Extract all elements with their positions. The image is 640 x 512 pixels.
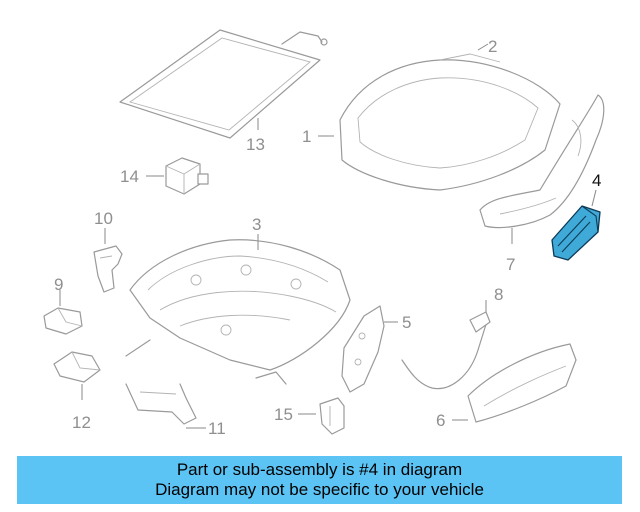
callout-12: 12 [72,413,91,432]
part-11-bracket[interactable] [125,383,197,425]
callout-10: 10 [94,209,113,228]
part-8-cable[interactable] [401,311,491,390]
callout-14: 14 [120,167,139,186]
callout-3: 3 [252,215,261,234]
callout-13: 13 [246,135,265,154]
part-5-panel[interactable] [341,305,385,393]
part-13-heater-mat[interactable] [119,29,328,139]
callout-4: 4 [592,171,601,190]
part-10-bracket[interactable] [93,245,123,293]
callout-6: 6 [436,411,445,430]
caption-line-1: Part or sub-assembly is #4 in diagram [176,460,463,479]
caption-line-2: Diagram may not be specific to your vehi… [155,480,484,499]
part-3-seat-frame[interactable] [125,239,351,385]
callout-5: 5 [402,313,411,332]
caption-banner: Part or sub-assembly is #4 in diagram Di… [17,456,622,504]
part-2-cushion-pad[interactable] [339,53,561,191]
callout-8: 8 [494,285,503,304]
leader-2 [477,43,489,51]
part-6-trim[interactable] [467,343,577,423]
part-15-hinge[interactable] [319,397,345,435]
part-9-clip[interactable] [43,307,83,335]
callout-7: 7 [506,255,515,274]
part-4-highlighted[interactable] [551,205,601,261]
callout-11: 11 [208,419,226,438]
leader-4 [591,189,597,207]
callout-2: 2 [488,37,497,56]
part-12-clip[interactable] [53,351,101,383]
part-7-side-shield[interactable] [479,94,605,229]
callout-9: 9 [54,275,63,294]
callout-1: 1 [302,127,311,146]
parts-diagram: 13 2 1 7 4 14 10 [43,29,605,438]
callout-15: 15 [274,405,293,424]
part-14-module[interactable] [165,157,209,195]
